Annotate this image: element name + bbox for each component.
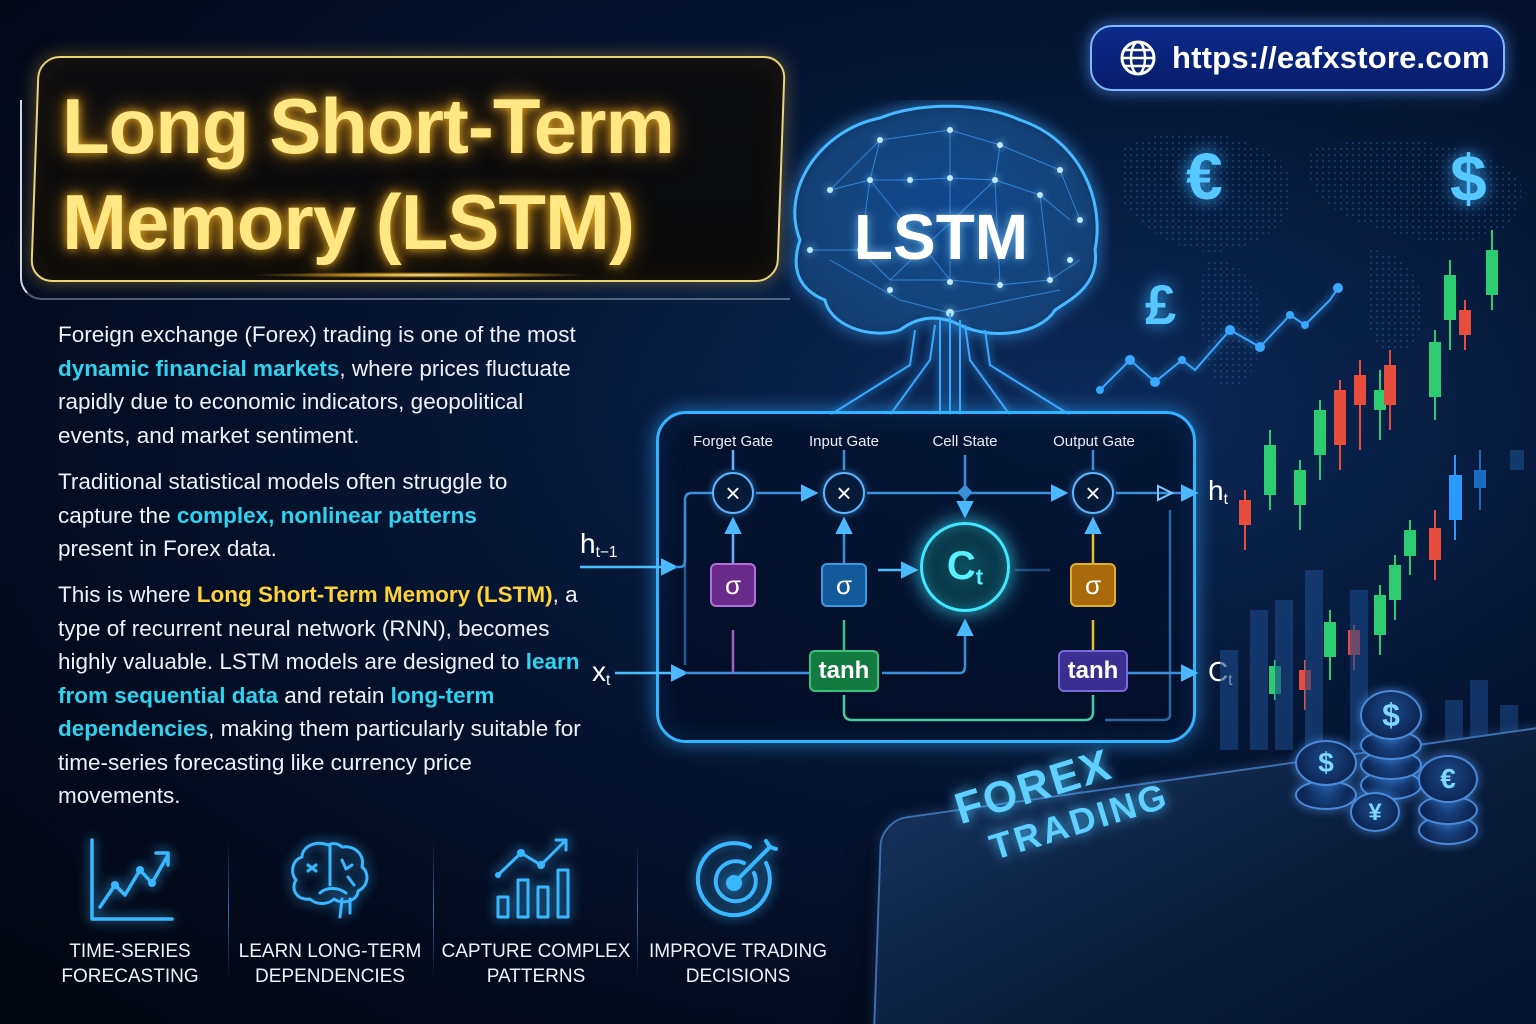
dollar-coin: $ (1360, 690, 1422, 740)
globe-icon (1120, 40, 1156, 76)
input-multiply-node: × (823, 472, 865, 514)
sub: t (606, 671, 611, 689)
feature-label-line1: IMPROVE TRADING (648, 941, 828, 962)
title-line-2: Memory (LSTM) (62, 178, 635, 266)
feature-complex-patterns: CAPTURE COMPLEX PATTERNS (436, 835, 636, 989)
cell-main: C (946, 544, 976, 588)
candlestick-chart-decor (1096, 230, 1524, 750)
text: , where prices fluctuate rapidly due to … (58, 355, 571, 448)
highlight-text-gold: Long Short-Term Memory (LSTM) (196, 582, 553, 607)
euro-coin: € (1418, 755, 1478, 803)
pound-symbol: £ (1145, 273, 1177, 336)
highlight-text: dynamic financial markets (58, 355, 340, 381)
website-link[interactable]: https://eafxstore.com (1090, 25, 1505, 91)
highlight-text: complex, nonlinear patterns (176, 502, 477, 528)
input-h-prev-label: ht−1 (580, 528, 617, 562)
brain-icon (291, 841, 369, 919)
title-line-1: Long Short-Term (62, 82, 675, 170)
bar-chart-trend-icon (495, 838, 570, 919)
euro-symbol: € (1186, 139, 1223, 213)
intro-paragraph-3: This is where Long Short-Term Memory (LS… (58, 578, 588, 813)
forget-multiply-node: × (712, 472, 754, 514)
feature-label-line2: DEPENDENCIES (255, 966, 405, 987)
output-multiply-node: × (1072, 472, 1114, 514)
feature-label-line2: PATTERNS (486, 966, 586, 987)
world-map-background (1120, 131, 1522, 388)
h: h (580, 528, 596, 559)
cell-state-label: Cell State (932, 433, 998, 450)
input-tanh-box: tanh (809, 650, 879, 692)
input-sigma-gate: σ (821, 563, 867, 607)
text: This is where (58, 582, 197, 607)
page-title: Long Short-Term Memory (LSTM) (62, 78, 762, 270)
feature-time-series: TIME-SERIES FORECASTING (30, 835, 230, 989)
highlight-text: long-term dependencies (58, 682, 495, 742)
sub: t−1 (595, 543, 618, 561)
forget-gate-label: Forget Gate (692, 433, 774, 450)
text: Foreign exchange (Forex) trading is one … (58, 322, 576, 347)
feature-label-line2: DECISIONS (685, 966, 791, 987)
input-x-label: xt (592, 656, 610, 690)
dollar-coin: $ (1295, 740, 1357, 786)
forget-sigma-gate: σ (710, 563, 756, 607)
x: x (592, 656, 606, 687)
input-gate-label: Input Gate (808, 433, 880, 450)
website-url[interactable]: https://eafxstore.com (1172, 40, 1490, 75)
brain-network-icon (793, 104, 1099, 415)
text: , making them particularly suitable for … (58, 716, 581, 808)
cell-sub: t (975, 564, 984, 590)
feature-long-term: LEARN LONG-TERM DEPENDENCIES (230, 835, 430, 989)
dollar-symbol: $ (1450, 141, 1487, 215)
output-sigma-gate: σ (1070, 563, 1116, 607)
feature-label-line1: LEARN LONG-TERM (238, 941, 422, 962)
highlight-text: learn from sequential data (58, 649, 580, 708)
title-outer-frame (20, 100, 790, 300)
line-chart-icon (90, 838, 174, 921)
text: , a type of recurrent neural network (RN… (58, 582, 578, 674)
sub: t (1223, 490, 1228, 508)
feature-divider (637, 840, 638, 980)
target-icon (695, 839, 778, 918)
title-glow-line (250, 272, 590, 278)
output-tanh-box: tanh (1058, 650, 1128, 692)
feature-trading-decisions: IMPROVE TRADING DECISIONS (638, 835, 838, 989)
feature-label-line1: CAPTURE COMPLEX (441, 941, 631, 962)
intro-paragraph-1: Foreign exchange (Forex) trading is one … (58, 318, 598, 452)
feature-label-line2: FORECASTING (61, 966, 199, 987)
feature-label-line1: TIME-SERIES (69, 941, 191, 962)
h: h (1208, 475, 1224, 506)
intro-paragraph-2: Traditional statistical models often str… (58, 465, 528, 566)
lstm-connections (580, 450, 1199, 722)
feature-divider (433, 840, 434, 980)
yen-coin: ¥ (1350, 792, 1400, 832)
brain-lstm-label: LSTM (853, 201, 1029, 273)
text: present in Forex data. (58, 536, 277, 561)
text: Traditional statistical models often str… (58, 469, 508, 528)
output-gate-label: Output Gate (1053, 433, 1135, 450)
cell-state-node: Ct (920, 522, 1010, 612)
output-h-label: ht (1208, 475, 1228, 509)
feature-divider (228, 840, 229, 980)
text: and retain (278, 682, 391, 708)
